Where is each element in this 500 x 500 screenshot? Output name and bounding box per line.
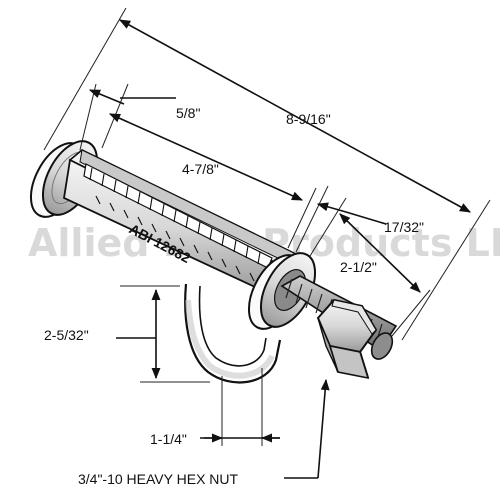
nut-callout: 3/4"-10 HEAVY HEX NUT xyxy=(78,471,239,487)
dim-hook-drop: 2-5/32" xyxy=(44,327,89,343)
dim-washer-thickness: 17/32" xyxy=(384,219,424,235)
dim-overall-length: 8-9/16" xyxy=(286,111,331,127)
dim-slot-length: 4-7/8" xyxy=(182,161,219,177)
dim-washer-to-slot: 5/8" xyxy=(176,105,200,121)
dim-hook-width: 1-1/4" xyxy=(150,431,187,447)
dim-thread-length: 2-1/2" xyxy=(340,259,377,275)
dimension-lines xyxy=(43,7,491,479)
j-hook xyxy=(184,283,282,384)
hex-nut xyxy=(316,298,394,380)
